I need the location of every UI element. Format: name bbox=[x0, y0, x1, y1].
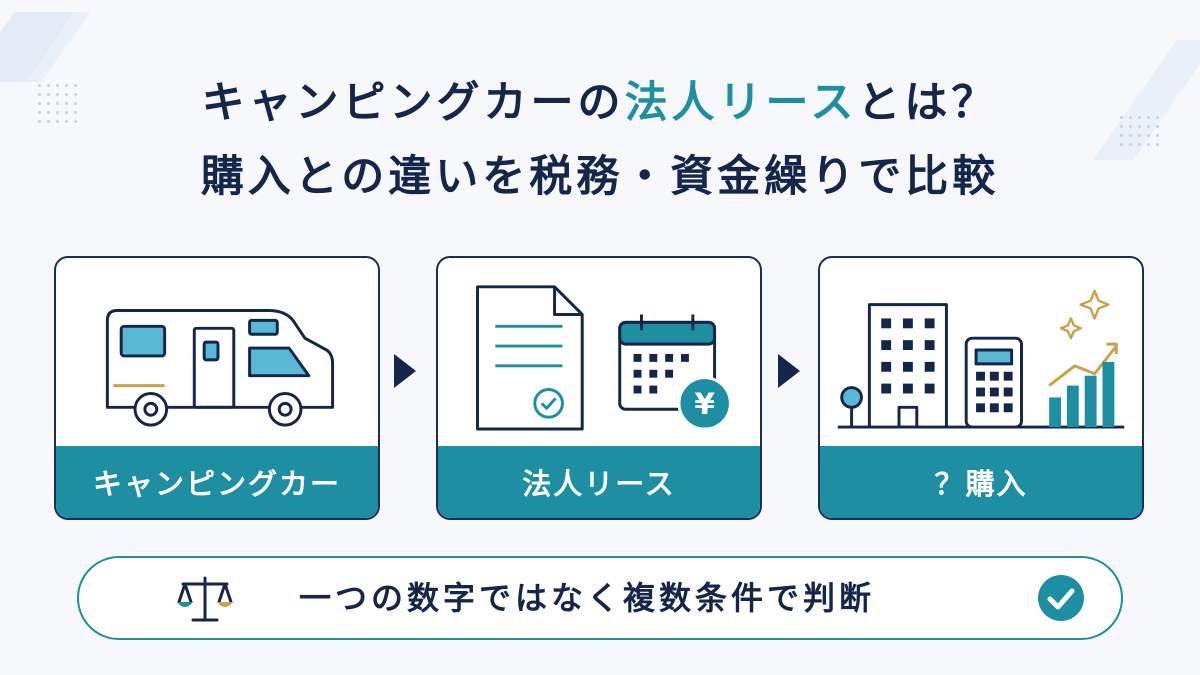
card-label: ？購入 bbox=[820, 446, 1142, 518]
flow-arrow-icon bbox=[778, 354, 800, 388]
card-label: 法人リース bbox=[438, 446, 760, 518]
page-title-line-2: 購入との違いを税務・資金繰りで比較 bbox=[200, 152, 1000, 202]
card-label: キャンピングカー bbox=[56, 446, 378, 518]
document-calendar-yen-icon: ¥ bbox=[476, 285, 732, 431]
summary-text: 一つの数字ではなく複数条件で判断 bbox=[299, 579, 876, 617]
check-circle-icon bbox=[1038, 575, 1084, 621]
title-text: キャンピングカーの bbox=[201, 78, 625, 128]
building-calculator-chart-icon bbox=[837, 289, 1125, 429]
decor-dots bbox=[1120, 116, 1159, 146]
title-text: とは？ bbox=[857, 78, 999, 128]
flow-arrow-icon bbox=[394, 354, 416, 388]
card-corporate-lease: ¥ 法人リース bbox=[436, 256, 762, 520]
card-purchase: ？購入 bbox=[818, 256, 1144, 520]
scale-icon bbox=[177, 576, 233, 622]
page-title-line-1: キャンピングカーの法人リースとは？ bbox=[0, 68, 1200, 130]
summary-banner: 一つの数字ではなく複数条件で判断 bbox=[77, 556, 1123, 640]
title-accent: 法人リース bbox=[624, 78, 858, 128]
yen-symbol: ¥ bbox=[694, 386, 715, 421]
decor-dots bbox=[38, 84, 77, 123]
camper-van-icon bbox=[105, 309, 335, 427]
card-camping-car: キャンピングカー bbox=[54, 256, 380, 520]
